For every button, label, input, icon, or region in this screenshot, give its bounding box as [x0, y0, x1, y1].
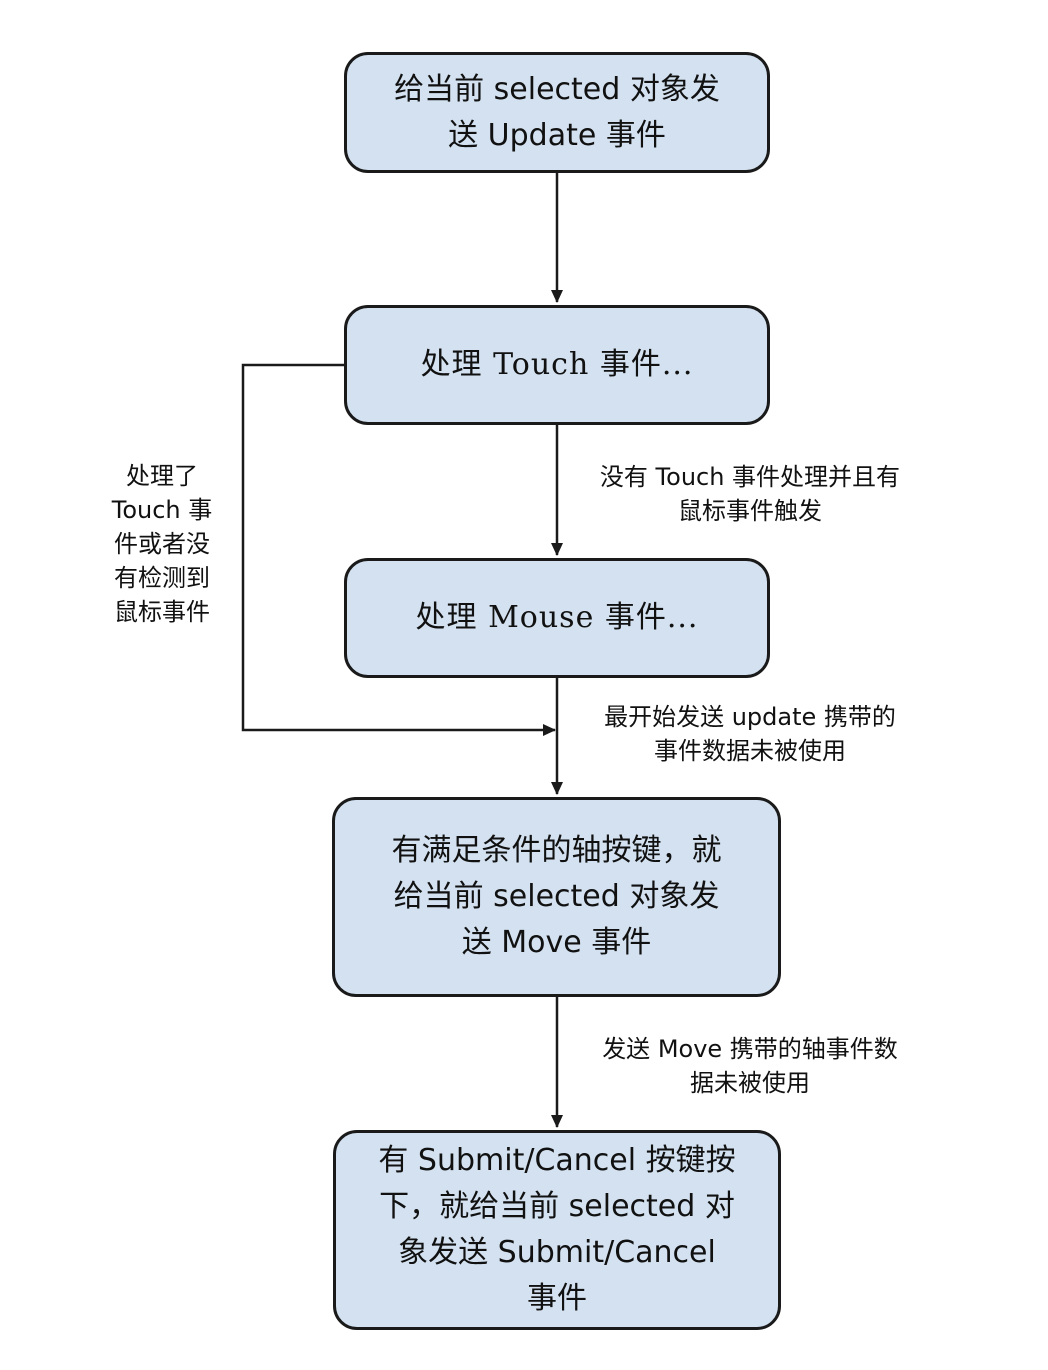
node-handle-touch-text: 处理 Touch 事件... — [420, 347, 694, 382]
node-handle-mouse-text: 处理 Mouse 事件... — [415, 600, 699, 635]
edge-label-touch-bypass: 处理了 Touch 事 件或者没 有检测到 鼠标事件 — [111, 462, 213, 626]
node-send-submit-cancel-text: 有 Submit/Cancel 按键按 下，就给当前 selected 对 象发… — [378, 1143, 736, 1316]
node-send-submit-cancel: 有 Submit/Cancel 按键按 下，就给当前 selected 对 象发… — [333, 1130, 781, 1330]
node-handle-touch: 处理 Touch 事件... — [344, 305, 770, 425]
edge-label-touch-to-mouse: 没有 Touch 事件处理并且有 鼠标事件触发 — [599, 463, 901, 525]
node-send-update: 给当前 selected 对象发 送 Update 事件 — [344, 52, 770, 173]
edge-label-mouse-to-move: 最开始发送 update 携带的 事件数据未被使用 — [604, 703, 896, 765]
edge-touch-bypass — [241, 363, 556, 736]
edge-label-move-to-submit: 发送 Move 携带的轴事件数 据未被使用 — [602, 1035, 898, 1097]
node-send-update-text: 给当前 selected 对象发 送 Update 事件 — [394, 71, 720, 153]
node-send-move-text: 有满足条件的轴按键，就 给当前 selected 对象发 送 Move 事件 — [391, 833, 722, 960]
node-send-move: 有满足条件的轴按键，就 给当前 selected 对象发 送 Move 事件 — [332, 797, 781, 997]
node-handle-mouse: 处理 Mouse 事件... — [344, 558, 770, 678]
